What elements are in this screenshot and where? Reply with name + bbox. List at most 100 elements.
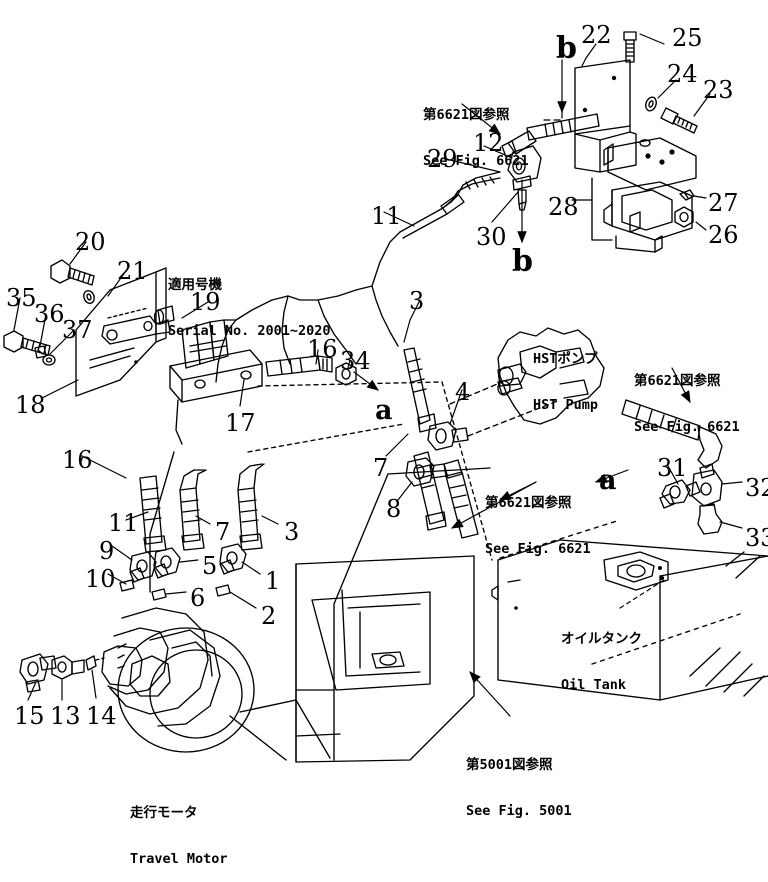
tube-7-lower	[413, 451, 447, 531]
callout-32: 32	[745, 474, 768, 502]
callout-6: 6	[190, 584, 206, 612]
callout-36: 36	[34, 300, 65, 328]
callout-9: 9	[99, 537, 115, 565]
caption-ref-6621-mid: 第6621図参照 See Fig. 6621	[485, 466, 591, 572]
parts-diagram-sheet: 22 25 24 23 27 26 28 12 29 30 11 20 21 3…	[3, 21, 768, 867]
callout-27: 27	[708, 189, 739, 217]
fitting-31	[659, 479, 691, 509]
tube-11-lower	[139, 475, 167, 553]
caption-en: Serial No. 2001~2020	[168, 322, 331, 339]
callout-16-mid: 16	[307, 335, 338, 363]
hatch-lines	[689, 551, 765, 697]
bolt-35	[3, 330, 51, 356]
callout-19: 19	[190, 288, 221, 316]
washer-21	[83, 289, 95, 305]
callout-3-lower: 3	[284, 518, 300, 546]
callout-11-lower: 11	[108, 509, 139, 537]
caption-en: See Fig. 6621	[485, 540, 591, 557]
elbow-1	[219, 543, 247, 575]
valve-assembly-28	[591, 137, 697, 253]
callout-16-left: 16	[62, 446, 93, 474]
caption-jp: オイルタンク	[561, 631, 642, 648]
elbow-15	[19, 653, 57, 693]
callout-23: 23	[703, 76, 734, 104]
diagram-artwork	[3, 31, 768, 763]
cover-5001	[229, 555, 475, 763]
callout-12: 12	[473, 129, 504, 157]
hose-16-mid	[265, 355, 333, 377]
nut-26	[674, 206, 694, 228]
guard-plate-18	[75, 267, 167, 397]
hose-11-upper	[371, 171, 501, 287]
fitting-30	[512, 175, 532, 211]
washer-37	[42, 354, 56, 366]
clip-10	[119, 579, 135, 592]
link-arm	[101, 315, 171, 345]
bolt-25	[623, 31, 637, 63]
callout-30: 30	[476, 223, 507, 251]
caption-jp: 第5001図参照	[466, 757, 553, 774]
callout-26: 26	[708, 221, 739, 249]
caption-en: See Fig. 6621	[634, 418, 740, 435]
caption-jp: 第6621図参照	[423, 107, 510, 124]
caption-serial-range: 適用号機 Serial No. 2001~2020	[168, 248, 331, 354]
callout-17: 17	[225, 409, 256, 437]
callout-34: 34	[340, 347, 371, 375]
caption-travel-motor: 走行モータ Travel Motor	[130, 776, 228, 882]
callout-28: 28	[548, 193, 579, 221]
plate-outlines	[149, 381, 493, 761]
caption-hst-pump: HSTポンプ HST Pump	[533, 322, 598, 428]
clip-6	[151, 588, 167, 601]
callout-1: 1	[265, 567, 281, 595]
caption-jp: 第6621図参照	[485, 495, 572, 512]
callout-11-upper: 11	[371, 202, 402, 230]
fitting-13	[51, 655, 85, 680]
section-mark-a-left: a	[375, 395, 393, 426]
callout-8: 8	[386, 495, 402, 523]
caption-en: HST Pump	[533, 396, 599, 413]
section-mark-b-top: b	[556, 31, 577, 66]
callout-10: 10	[85, 565, 116, 593]
caption-ref-5001: 第5001図参照 See Fig. 5001	[466, 728, 572, 834]
callout-15: 15	[14, 702, 45, 730]
callout-5: 5	[202, 552, 218, 580]
bolt-20	[50, 259, 95, 286]
callout-20: 20	[75, 228, 106, 256]
callout-18: 18	[15, 391, 46, 419]
elbow-9	[129, 551, 157, 583]
callout-21: 21	[117, 257, 148, 285]
elbow-5	[153, 547, 181, 579]
callout-22: 22	[581, 21, 612, 49]
tube-12	[501, 113, 600, 158]
callout-4: 4	[455, 378, 471, 406]
elbow-4	[427, 421, 469, 451]
callout-37: 37	[62, 316, 93, 344]
body-32	[685, 463, 723, 507]
bolt-23	[660, 107, 698, 134]
caption-jp: 第6621図参照	[634, 373, 721, 390]
leader-lines	[13, 33, 743, 717]
tube-7-center	[403, 347, 437, 433]
joint-29	[507, 145, 542, 183]
bolts-mid	[443, 459, 479, 539]
callout-33: 33	[745, 524, 768, 552]
bracket-22	[574, 59, 651, 173]
nut-34	[335, 362, 357, 386]
callout-13: 13	[50, 702, 81, 730]
callout-7-lower: 7	[215, 518, 231, 546]
caption-jp: 走行モータ	[130, 805, 198, 822]
clip-2	[215, 584, 231, 597]
section-mark-b-bottom: b	[512, 244, 533, 279]
tube-3-lowleft	[237, 463, 265, 551]
washer-24	[645, 96, 657, 112]
hose-right-6621	[621, 399, 723, 469]
pin-19	[153, 305, 175, 325]
drain-33	[697, 503, 723, 535]
callout-14: 14	[86, 702, 117, 730]
clip-14	[85, 655, 97, 671]
callout-35: 35	[6, 284, 37, 312]
caption-en: See Fig. 5001	[466, 802, 572, 819]
callout-2: 2	[261, 602, 277, 630]
oil-tank	[491, 519, 768, 701]
callout-7-center: 7	[373, 454, 389, 482]
